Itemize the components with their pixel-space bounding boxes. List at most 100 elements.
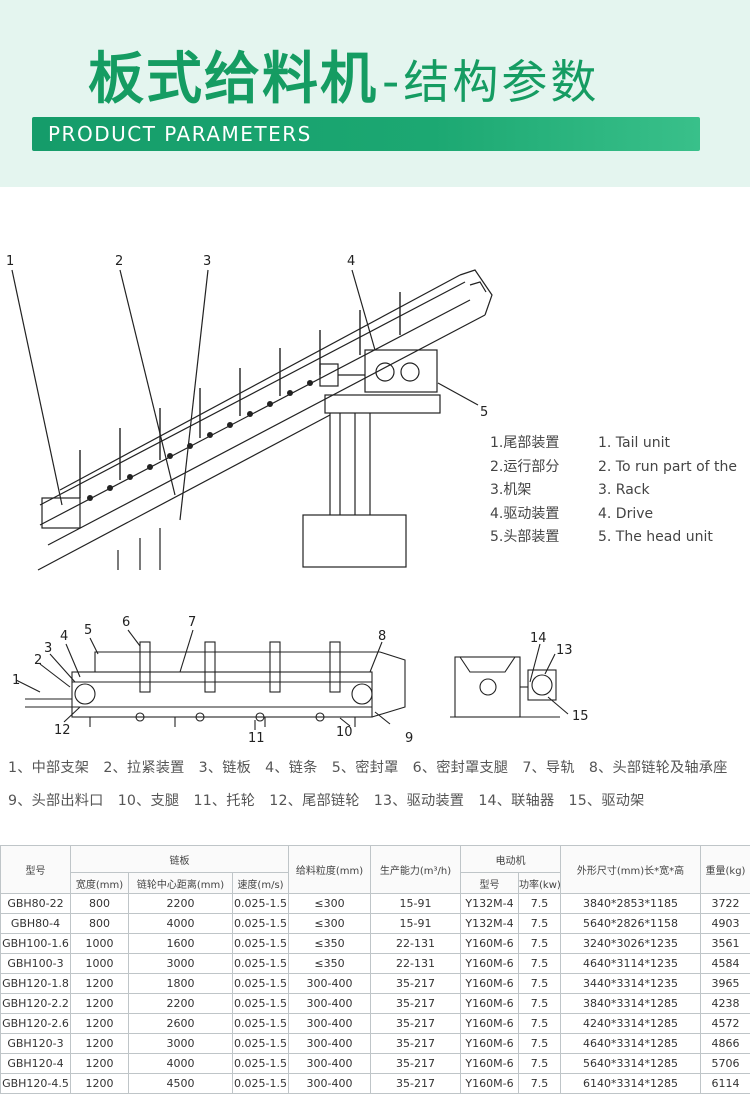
table-cell: 3440*3314*1235: [560, 973, 701, 994]
callout-5: 5: [480, 405, 488, 420]
table-cell: 15-91: [370, 913, 461, 934]
table-cell: 4500: [128, 1073, 233, 1094]
legend-en: 5. The head unit: [598, 529, 713, 545]
legend-row: 4.驱动装置 4. Drive: [490, 503, 740, 527]
part-item: 13、驱动装置: [373, 793, 465, 809]
th-power: 功率(kw): [518, 872, 561, 894]
table-cell: 3722: [700, 893, 750, 914]
table-cell: 1200: [70, 1033, 129, 1054]
title-main: 板式给料机: [88, 47, 378, 112]
table-cell: 1200: [70, 1013, 129, 1034]
th-particle: 给料粒度(mm): [288, 845, 371, 894]
table-cell: 0.025-1.5: [232, 913, 289, 934]
part-item: 8、头部链轮及轴承座: [588, 760, 728, 776]
table-cell: 35-217: [370, 1053, 461, 1074]
table-cell: 1200: [70, 993, 129, 1014]
table-cell: 4640*3314*1285: [560, 1033, 701, 1054]
part-item: 9、头部出料口: [8, 793, 104, 809]
table-cell: 35-217: [370, 973, 461, 994]
table-cell: 4240*3314*1285: [560, 1013, 701, 1034]
table-cell: 300-400: [288, 1053, 371, 1074]
table-cell: 0.025-1.5: [232, 1073, 289, 1094]
table-cell: 3000: [128, 953, 233, 974]
table-cell: 3840*2853*1185: [560, 893, 701, 914]
table-cell: 0.025-1.5: [232, 953, 289, 974]
part-item: 6、密封罩支腿: [412, 760, 509, 776]
legend-en: 2. To run part of the: [598, 458, 738, 475]
th-speed: 速度(m/s): [232, 872, 289, 894]
table-cell: 0.025-1.5: [232, 1013, 289, 1034]
table-cell: Y160M-6: [460, 933, 519, 954]
table-cell: GBH120-4.5: [0, 1073, 71, 1094]
th-motor: 电动机: [460, 845, 561, 873]
table-cell: 300-400: [288, 1013, 371, 1034]
table-cell: 0.025-1.5: [232, 973, 289, 994]
d2-callout-14: 14: [530, 631, 547, 646]
horizontal-feeder-drawing: 1 2 3 4 5 6 7 8 9 10 11 12 13 14 15: [12, 615, 589, 746]
callout-3: 3: [203, 254, 211, 269]
table-cell: 7.5: [518, 913, 561, 934]
legend-cn: 1.尾部装置: [490, 435, 560, 451]
legend-en: 3. Rack: [598, 482, 650, 498]
table-cell: GBH80-22: [0, 893, 71, 914]
table-cell: 4903: [700, 913, 750, 934]
table-cell: 4000: [128, 1053, 233, 1074]
d2-callout-7: 7: [188, 615, 196, 630]
d2-callout-6: 6: [122, 615, 130, 630]
table-cell: 300-400: [288, 993, 371, 1014]
table-cell: 300-400: [288, 1073, 371, 1094]
part-item: 3、链板: [198, 760, 252, 776]
table-cell: 5640*3314*1285: [560, 1053, 701, 1074]
d2-callout-4: 4: [60, 629, 68, 644]
table-cell: ≤300: [288, 893, 371, 914]
parts-list-line-2: 9、头部出料口 10、支腿 11、托轮 12、尾部链轮 13、驱动装置 14、联…: [8, 790, 645, 810]
table-cell: 5640*2826*1158: [560, 913, 701, 934]
table-cell: 4238: [700, 993, 750, 1014]
table-cell: ≤300: [288, 913, 371, 934]
d2-callout-15: 15: [572, 709, 589, 724]
callout-1: 1: [6, 254, 14, 269]
table-cell: Y160M-6: [460, 1073, 519, 1094]
table-cell: 7.5: [518, 1073, 561, 1094]
table-cell: 2200: [128, 993, 233, 1014]
table-cell: 1000: [70, 953, 129, 974]
table-cell: 35-217: [370, 993, 461, 1014]
table-cell: 3561: [700, 933, 750, 954]
table-cell: 7.5: [518, 1013, 561, 1034]
table-cell: 35-217: [370, 1033, 461, 1054]
part-item: 7、导轨: [522, 760, 575, 776]
table-cell: 3965: [700, 973, 750, 994]
th-weight: 重量(kg): [700, 845, 750, 894]
table-cell: Y160M-6: [460, 1053, 519, 1074]
table-cell: 0.025-1.5: [232, 1033, 289, 1054]
d2-callout-1: 1: [12, 673, 20, 688]
table-cell: Y160M-6: [460, 1013, 519, 1034]
banner-text: PRODUCT PARAMETERS: [48, 122, 312, 146]
table-cell: 7.5: [518, 953, 561, 974]
legend-row: 2.运行部分 2. To run part of the: [490, 456, 740, 480]
table-cell: 2600: [128, 1013, 233, 1034]
d2-callout-13: 13: [556, 643, 573, 658]
table-cell: Y160M-6: [460, 1033, 519, 1054]
table-cell: 800: [70, 913, 129, 934]
table-header-row: 型号 链板 给料粒度(mm) 生产能力(m³/h) 电动机 外形尺寸(mm)长*…: [0, 845, 750, 894]
parameter-table-wrap: 型号 链板 给料粒度(mm) 生产能力(m³/h) 电动机 外形尺寸(mm)长*…: [0, 845, 750, 1094]
part-item: 5、密封罩: [331, 760, 399, 776]
d2-callout-3: 3: [44, 641, 52, 656]
table-cell: 6140*3314*1285: [560, 1073, 701, 1094]
table-cell: 300-400: [288, 973, 371, 994]
part-item: 4、链条: [265, 760, 318, 776]
legend-cn: 4.驱动装置: [490, 505, 560, 522]
legend-en: 4. Drive: [598, 505, 654, 522]
part-item: 10、支腿: [117, 793, 180, 809]
table-cell: Y160M-6: [460, 993, 519, 1014]
d2-callout-8: 8: [378, 629, 386, 644]
d2-callout-2: 2: [34, 653, 42, 668]
th-width: 宽度(mm): [70, 872, 129, 894]
